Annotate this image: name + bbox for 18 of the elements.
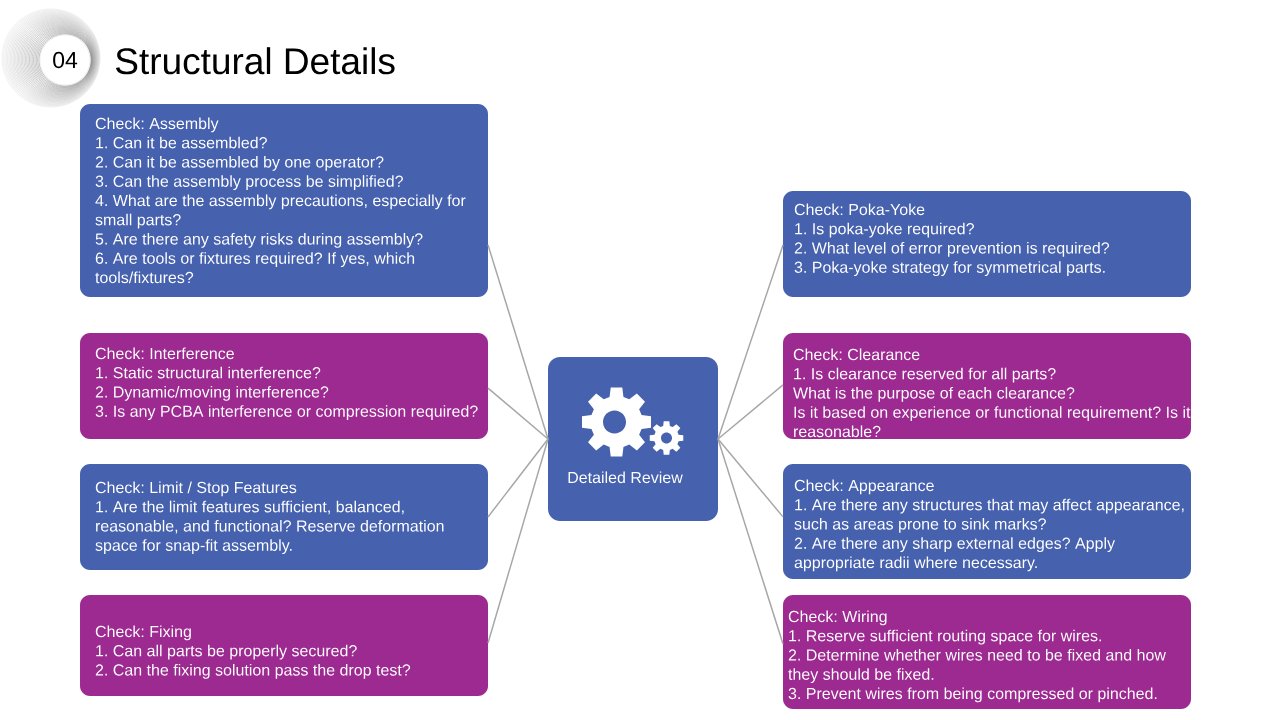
connector-line xyxy=(487,438,549,518)
check-box: Check: Wiring 1. Reserve sufficient routing space for wires. 2. Determine whether wires need to be fixed and how they should be fixed. 3. Prevent wires from being compressed or pinched. xyxy=(783,595,1191,709)
connector-line xyxy=(487,244,549,440)
check-box: Check: Clearance 1. Is clearance reserved for all parts? What is the purpose of each clearance? Is it based on experience or functional requirement? Is it reasonable? xyxy=(783,333,1191,439)
connector-line xyxy=(487,438,549,644)
number-badge: 04 xyxy=(39,34,91,86)
title: Structural Details xyxy=(115,47,395,75)
connector-line xyxy=(717,384,784,440)
connector-line xyxy=(487,387,549,440)
check-box: Check: Limit / Stop Features 1. Are the limit features sufficient, balanced, reasonable, and functional? Reserve deformation space for snap-fit assembly. xyxy=(80,464,488,570)
connector-line xyxy=(717,438,784,645)
check-box: Check: Poka-Yoke 1. Is poka-yoke required? 2. What level of error prevention is required? 3. Poka-yoke strategy for symmetrical parts. xyxy=(783,191,1191,297)
check-box: Check: Interference 1. Static structural interference? 2. Dynamic/moving interference? 3. Is any PCBA interference or compression required? xyxy=(80,333,488,439)
connector-line xyxy=(717,244,784,440)
check-box: Check: Assembly 1. Can it be assembled? 2. Can it be assembled by one operator? 3. Can the assembly process be simplified? 4. What are the assembly precautions, especially for small parts? 5. Are there any safety risks during assembly? 6. Are tools or fixtures required? If yes, which tools/fixtures? xyxy=(80,104,488,297)
check-box: Check: Fixing 1. Can all parts be properly secured? 2. Can the fixing solution pass the drop test? xyxy=(80,595,488,696)
connector-line xyxy=(717,438,784,518)
check-box: Check: Appearance 1. Are there any structures that may affect appearance, such as areas prone to sink marks? 2. Are there any sharp external edges? Apply appropriate radii where necessary. xyxy=(783,464,1191,579)
